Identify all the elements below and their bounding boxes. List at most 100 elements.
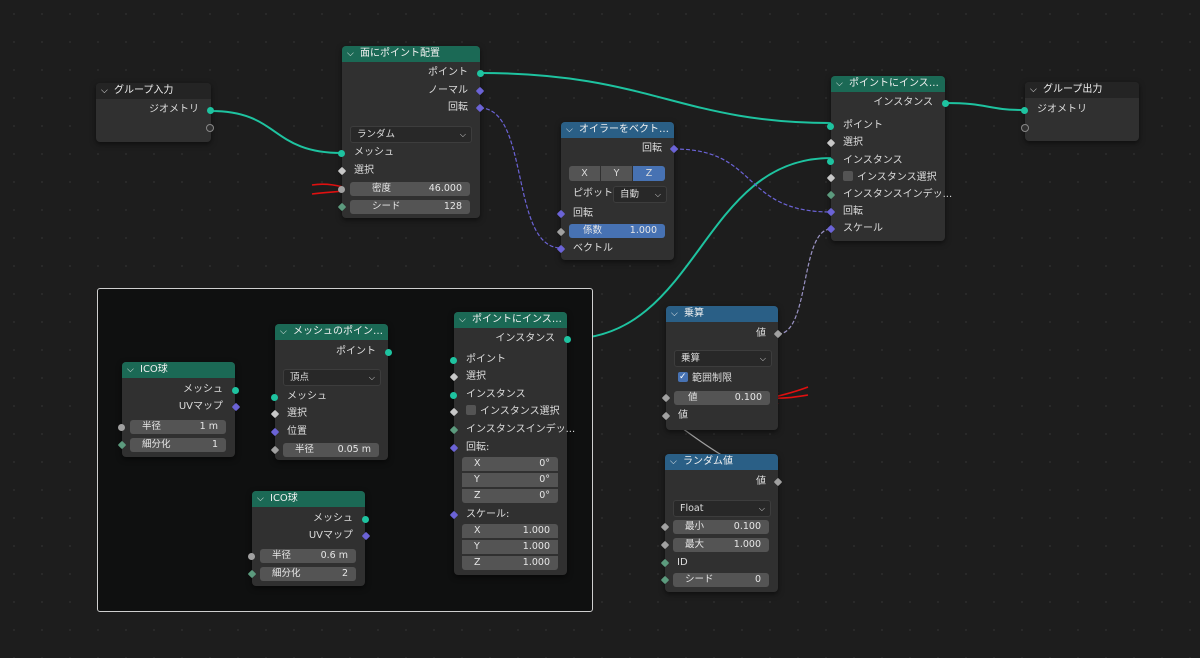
socket-radius-in[interactable] — [118, 424, 125, 431]
socket-instances-out[interactable] — [564, 336, 571, 343]
input-instance-select[interactable]: インスタンス選択 — [831, 170, 945, 186]
node-header[interactable]: ⌵グループ入力 — [96, 83, 211, 99]
math-multiply-node[interactable]: ⌵乗算 値 乗算⌵ 範囲制限 値0.100 値 — [661, 306, 783, 430]
input-value: 値 — [678, 410, 688, 421]
node-title: 面にポイント配置 — [360, 48, 440, 59]
axis-y-button[interactable]: Y — [601, 166, 632, 181]
checkbox[interactable] — [843, 171, 853, 181]
socket-mesh-out[interactable] — [362, 516, 369, 523]
socket-geometry-out[interactable] — [207, 107, 214, 114]
instance-on-points-node-top[interactable]: ⌵ポイントにインスタン... インスタンス ポイント 選択 インスタンス インス… — [826, 76, 953, 241]
node-header[interactable]: ⌵ ポイントにインスタン... — [831, 76, 945, 92]
instance-on-points-node-bottom[interactable]: ⌵ポイントにインスタン... インスタンス ポイント 選択 インスタンス インス… — [449, 312, 575, 575]
input-geometry: ジオメトリ — [1037, 104, 1087, 115]
clamp-checkbox[interactable] — [678, 369, 688, 385]
socket-mesh-in[interactable] — [271, 394, 278, 401]
input-scale: スケール — [843, 223, 883, 234]
socket-density-in[interactable] — [338, 186, 345, 193]
node-header[interactable]: ⌵ 面にポイント配置 — [342, 46, 480, 62]
data-type-select[interactable]: Float⌵ — [673, 500, 771, 517]
mesh-to-points-mode-select[interactable]: 頂点⌵ — [283, 369, 381, 386]
input-instance-index: インスタンスインデッ... — [843, 189, 953, 200]
socket-mesh-out[interactable] — [232, 387, 239, 394]
socket-instances-out[interactable] — [942, 100, 949, 107]
distribute-mode-select[interactable]: ランダム⌵ — [350, 126, 472, 143]
input-instance-select[interactable]: インスタンス選択 — [454, 404, 567, 420]
socket-empty-out[interactable] — [206, 124, 214, 132]
math-operation-select[interactable]: 乗算⌵ — [674, 350, 772, 367]
group-output-node[interactable]: ⌵グループ出力 ジオメトリ — [1021, 82, 1139, 141]
axis-z-button[interactable]: Z — [633, 166, 665, 181]
pivot-select[interactable]: 自動⌵ — [613, 186, 667, 203]
output-rotation: 回転 — [642, 143, 662, 154]
chevron-down-icon[interactable]: ⌵ — [347, 49, 354, 59]
socket-radius-in[interactable] — [248, 553, 255, 560]
scale-label: スケール: — [466, 509, 510, 520]
socket-instance-in[interactable] — [450, 392, 457, 399]
socket-points-out[interactable] — [477, 70, 484, 77]
group-input-node[interactable]: ⌵グループ入力 ジオメトリ — [96, 83, 214, 142]
node-title: ポイントにインスタン... — [472, 314, 567, 325]
node-header[interactable]: ⌵ ポイントにインスタン... — [454, 312, 567, 328]
axis-x-button[interactable]: X — [569, 166, 600, 181]
socket-points-in[interactable] — [827, 123, 834, 130]
socket-geometry-in[interactable] — [1021, 107, 1028, 114]
node-header[interactable]: ⌵オイラーをベクトルに... — [561, 122, 674, 138]
chevron-down-icon[interactable]: ⌵ — [1030, 85, 1037, 95]
socket-points-out[interactable] — [385, 349, 392, 356]
chevron-down-icon[interactable]: ⌵ — [670, 457, 677, 467]
socket-mesh-in[interactable] — [338, 150, 345, 157]
node-header[interactable]: ⌵ICO球 — [122, 362, 235, 378]
node-header[interactable]: ⌵ランダム値 — [665, 454, 778, 470]
chevron-down-icon[interactable]: ⌵ — [280, 327, 287, 337]
socket-points-in[interactable] — [450, 357, 457, 364]
input-selection: 選択 — [843, 137, 863, 148]
checkbox[interactable] — [466, 405, 476, 415]
euler-to-vector-node[interactable]: ⌵オイラーをベクトルに... 回転 X Y Z ピボット 自動⌵ 回転 係数1.… — [556, 122, 679, 260]
input-position: 位置 — [287, 426, 307, 437]
socket-instance-in[interactable] — [827, 158, 834, 165]
socket-empty-in[interactable] — [1021, 124, 1029, 132]
clamp-toggle[interactable]: 範囲制限 — [666, 369, 778, 387]
chevron-down-icon[interactable]: ⌵ — [836, 79, 843, 89]
node-header[interactable]: ⌵乗算 — [666, 306, 778, 322]
node-title: ポイントにインスタン... — [849, 78, 945, 89]
input-points: ポイント — [466, 354, 506, 365]
chevron-down-icon[interactable]: ⌵ — [101, 86, 108, 96]
node-header[interactable]: ⌵メッシュのポイント化 — [275, 324, 388, 340]
chevron-down-icon[interactable]: ⌵ — [566, 125, 573, 135]
input-rotation: 回転 — [843, 206, 863, 217]
chevron-down-icon[interactable]: ⌵ — [257, 494, 264, 504]
node-header[interactable]: ⌵ICO球 — [252, 491, 365, 507]
link-rotation-to-euler — [479, 107, 562, 249]
input-instance: インスタンス — [843, 155, 903, 166]
chevron-down-icon[interactable]: ⌵ — [671, 309, 678, 319]
input-vector: ベクトル — [573, 243, 613, 254]
node-header[interactable]: ⌵グループ出力 — [1025, 82, 1139, 98]
chevron-down-icon[interactable]: ⌵ — [459, 315, 466, 325]
chevron-down-icon[interactable]: ⌵ — [127, 365, 134, 375]
